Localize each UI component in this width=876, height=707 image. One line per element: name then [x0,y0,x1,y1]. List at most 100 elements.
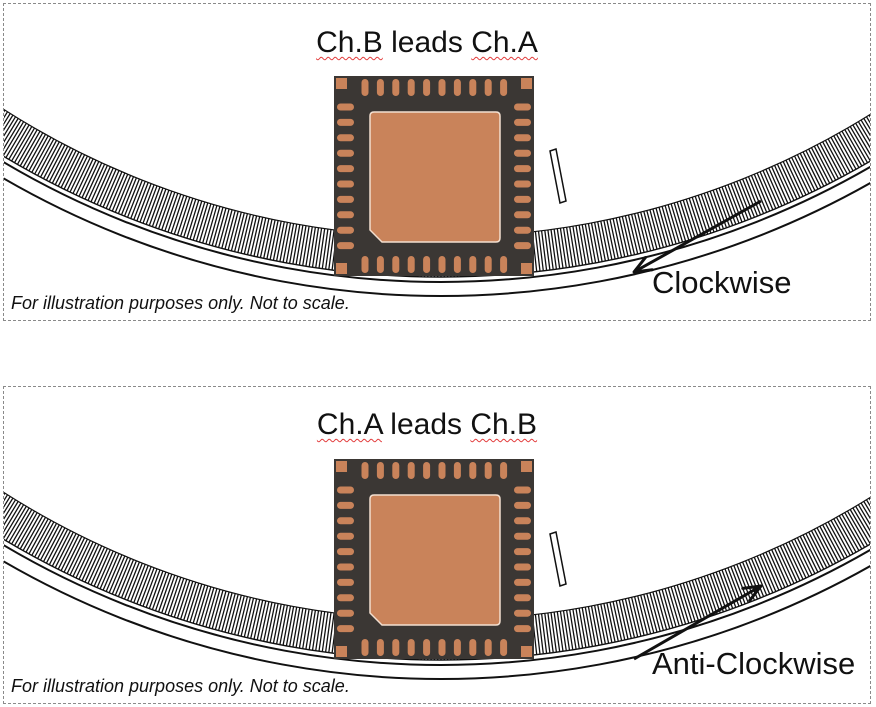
title-channel-second: Ch.B [470,408,538,441]
chip-pin [337,625,354,633]
chip-pin [514,195,531,203]
chip-pin [514,532,531,540]
title-channel-first: Ch.B [316,26,383,59]
chip-pin [469,462,477,479]
chip-pin [484,256,492,273]
chip-corner-pad [336,646,347,657]
index-marker [549,148,567,204]
chip-pin [361,79,369,96]
chip-pin [337,501,354,509]
chip-pin [514,594,531,602]
chip-pin [514,609,531,617]
chip-pin [337,165,354,173]
chip-pin [337,548,354,556]
arrow-shaft [633,584,762,661]
chip-pin [337,594,354,602]
chip-pin [337,134,354,142]
chip-pin [337,103,354,111]
chip-pin [453,79,461,96]
chip-pin [361,639,369,656]
chip-pin [392,462,400,479]
chip-pin [407,639,415,656]
title-channel-second: Ch.A [471,26,538,59]
chip-corner-pad [521,263,532,274]
chip-pin [423,256,431,273]
chip-pin [337,242,354,250]
panel-title: Ch.A leads Ch.B [4,408,850,442]
chip-pin [376,79,384,96]
chip-pin [500,256,508,273]
chip-pin [453,639,461,656]
encoder-diagram-clockwise [4,76,870,297]
disclaimer-note: For illustration purposes only. Not to s… [11,293,350,313]
chip-pin [423,462,431,479]
chip-pin [438,639,446,656]
chip-pin [407,462,415,479]
chip-corner-pad [521,646,532,657]
chip-pin [392,639,400,656]
chip-thermal-pad [369,494,501,626]
chip-pin [500,462,508,479]
chip-pin [514,501,531,509]
chip-pin [337,211,354,219]
chip-pin [514,517,531,525]
chip-corner-pad [521,78,532,89]
chip-pin [514,226,531,234]
chip-pin [484,639,492,656]
chip-pin [337,180,354,188]
arrow-shaft [633,199,762,274]
direction-label: Anti-Clockwise [652,646,856,681]
chip-pin [453,256,461,273]
chip-pin [438,256,446,273]
chip-pin [514,103,531,111]
chip-pin [337,517,354,525]
title-channel-first: Ch.A [316,408,382,441]
chip-pin [484,79,492,96]
direction-arrow [633,584,763,661]
encoder-diagram-anticlockwise [4,459,870,680]
panel-anticlockwise: Ch.A leads Ch.B Anti-Clockwise For illus… [3,386,871,704]
chip-pin [376,462,384,479]
direction-label: Clockwise [652,265,792,300]
track-outer-border [4,538,870,661]
chip-corner-pad [336,461,347,472]
track-outer-border [4,155,870,278]
arrow-head [741,584,763,602]
chip-pin [500,79,508,96]
chip-pin [337,149,354,157]
chip-pin [361,256,369,273]
chip-pin [337,578,354,586]
chip-pin [392,79,400,96]
chip-pin [514,548,531,556]
chip-pin [423,79,431,96]
title-leads: leads [382,26,472,59]
direction-arrow [632,199,762,274]
chip-pin [337,563,354,571]
chip-pin [407,256,415,273]
panel-clockwise: Ch.B leads Ch.A Clockwise For illustrati… [3,3,871,321]
chip-corner-pad [521,461,532,472]
disk-inner-edge [4,543,870,666]
title-leads: leads [381,408,471,441]
chip-pin [514,242,531,250]
chip-pin [453,462,461,479]
chip-pin [337,609,354,617]
disk-outer-edge [4,177,870,297]
sensor-chip [334,459,534,659]
chip-corner-pad [336,263,347,274]
chip-pin [469,79,477,96]
arrow-head [632,256,654,274]
chip-pin [376,639,384,656]
disk-outer-edge [4,560,870,680]
chip-pin [514,180,531,188]
chip-pin [514,563,531,571]
chip-pin [337,195,354,203]
chip-pin [514,165,531,173]
disclaimer-note: For illustration purposes only. Not to s… [11,676,350,696]
chip-pin [438,462,446,479]
chip-pin [361,462,369,479]
chip-pin [337,118,354,126]
index-marker [549,531,567,587]
chip-pin [392,256,400,273]
chip-pin [469,639,477,656]
